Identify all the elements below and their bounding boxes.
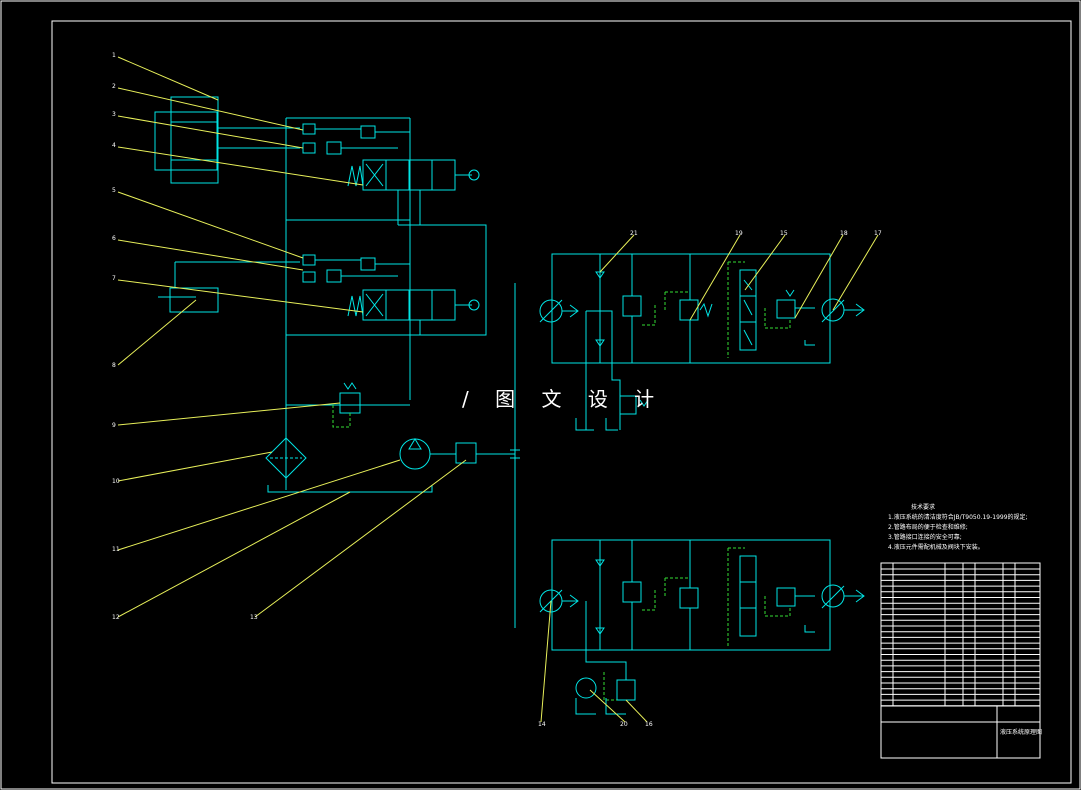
callout-14: 14 [538,721,546,728]
callout-7: 7 [112,275,116,282]
cylinder-1 [154,111,218,171]
tech-notes-title: 技术要求 [910,504,935,511]
directional-valve-2 [347,224,487,336]
callout-9: 9 [112,422,116,429]
pump-11 [399,438,431,470]
callout-15: 15 [780,230,788,237]
motor-lower [821,584,845,608]
callout-1: 1 [112,52,116,59]
tech-notes: 技术要求 1.液压系统的清洁度符合JB/T9050.19-1999的规定; 2.… [888,503,1028,553]
directional-valve-1 [347,159,480,225]
callout-20: 20 [620,721,628,728]
callout-19: 19 [735,230,743,237]
tech-note-1: 1.液压系统的清洁度符合JB/T9050.19-1999的规定; [888,514,1028,521]
callout-12: 12 [112,614,120,621]
tech-note-4: 4.液压元件需配机械及阀块下安装。 [888,544,984,551]
callout-10: 10 [112,478,120,485]
callout-16: 16 [645,721,653,728]
callout-17: 17 [874,230,882,237]
callout-21: 21 [630,230,638,237]
cylinder-2 [169,287,219,313]
callout-6: 6 [112,235,116,242]
callout-11: 11 [112,546,120,553]
title-block: 液压系统原理图 [880,562,1042,759]
left-circuit [154,96,520,493]
watermark: / 图 文 设 计 [462,387,665,411]
right-upper-circuit [539,253,865,431]
callout-4: 4 [112,142,116,149]
leader-lines [117,56,879,723]
callout-2: 2 [112,83,116,90]
inner-frame [51,20,1072,784]
drawing-name: 液压系统原理图 [1000,728,1042,736]
relief-valve-9 [339,392,361,414]
right-lower-circuit [539,539,865,715]
callout-3: 3 [112,111,116,118]
callout-18: 18 [840,230,848,237]
callout-8: 8 [112,362,116,369]
tech-note-3: 3.管路接口连接的安全可靠; [888,534,962,541]
motor-13 [455,442,477,464]
filter-10 [265,437,307,479]
tech-note-2: 2.管路布局的便于检查和维修; [888,524,968,531]
callout-5: 5 [112,187,116,194]
callout-13: 13 [250,614,258,621]
callout-labels: 1 2 3 4 5 6 7 8 9 10 11 12 13 14 15 16 1… [112,52,882,728]
